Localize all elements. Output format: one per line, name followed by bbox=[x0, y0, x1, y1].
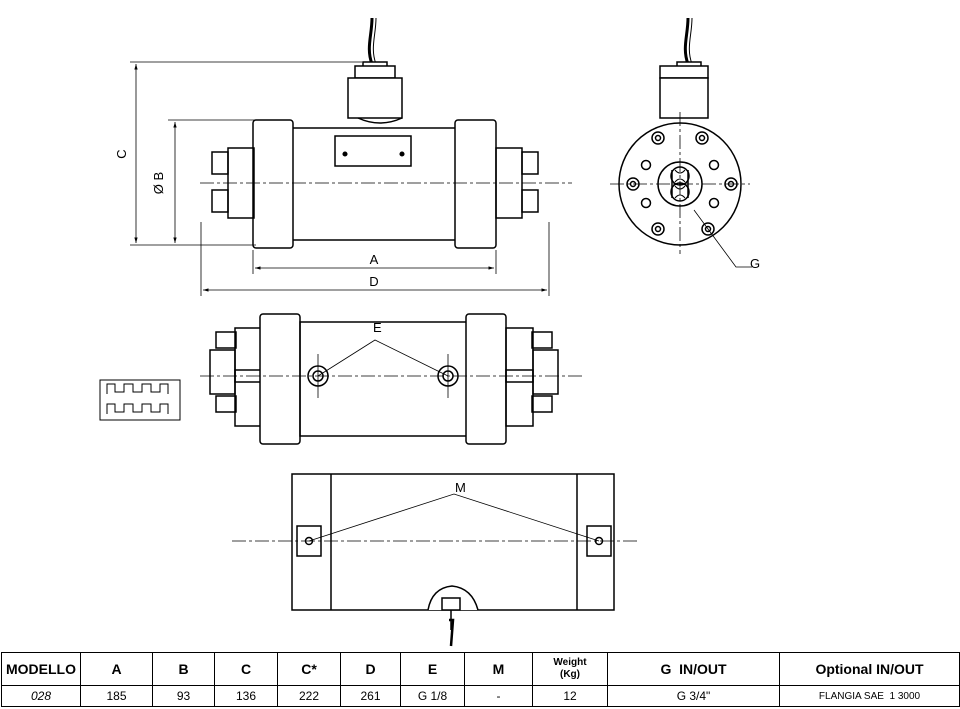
front-dimensions bbox=[130, 61, 550, 296]
front-view bbox=[200, 17, 572, 249]
header-optional: Optional IN/OUT bbox=[779, 652, 960, 686]
header-c: C bbox=[214, 652, 278, 686]
header-weight: Weight (Kg) bbox=[532, 652, 608, 686]
header-d: D bbox=[340, 652, 401, 686]
dim-d-label: D bbox=[369, 274, 378, 289]
cell-b: 93 bbox=[152, 685, 215, 707]
dim-a-label: A bbox=[370, 252, 379, 267]
header-e: E bbox=[400, 652, 465, 686]
header-g: G IN/OUT bbox=[607, 652, 780, 686]
header-c-star: C* bbox=[277, 652, 341, 686]
cell-optional: FLANGIA SAE 1 3000 bbox=[779, 685, 960, 707]
cell-c: 136 bbox=[214, 685, 278, 707]
label-m: M bbox=[455, 480, 466, 495]
cell-weight: 12 bbox=[532, 685, 608, 707]
top-view bbox=[232, 473, 640, 647]
cell-m: - bbox=[464, 685, 533, 707]
dim-c-label: C bbox=[114, 149, 129, 158]
cell-c-star: 222 bbox=[277, 685, 341, 707]
side-view bbox=[610, 17, 752, 268]
header-modello: MODELLO bbox=[1, 652, 81, 686]
cell-e: G 1/8 bbox=[400, 685, 465, 707]
cell-modello: 028 bbox=[1, 685, 81, 707]
table-header-row: MODELLO A B C C* D E M Weight (Kg) G IN/… bbox=[1, 652, 960, 686]
dim-b-label: Ø B bbox=[151, 172, 166, 194]
cell-a: 185 bbox=[80, 685, 153, 707]
label-g: G bbox=[750, 256, 760, 271]
gear-pump-symbol bbox=[99, 379, 181, 421]
technical-drawing: C Ø B A D G bbox=[99, 17, 760, 647]
bottom-view bbox=[200, 313, 582, 445]
label-e: E bbox=[373, 320, 382, 335]
header-b: B bbox=[152, 652, 215, 686]
table-row: 028 185 93 136 222 261 G 1/8 - 12 G 3/4"… bbox=[1, 685, 960, 707]
spec-table: MODELLO A B C C* D E M Weight (Kg) G IN/… bbox=[1, 652, 960, 707]
header-a: A bbox=[80, 652, 153, 686]
header-m: M bbox=[464, 652, 533, 686]
cell-g: G 3/4" bbox=[607, 685, 780, 707]
cell-d: 261 bbox=[340, 685, 401, 707]
